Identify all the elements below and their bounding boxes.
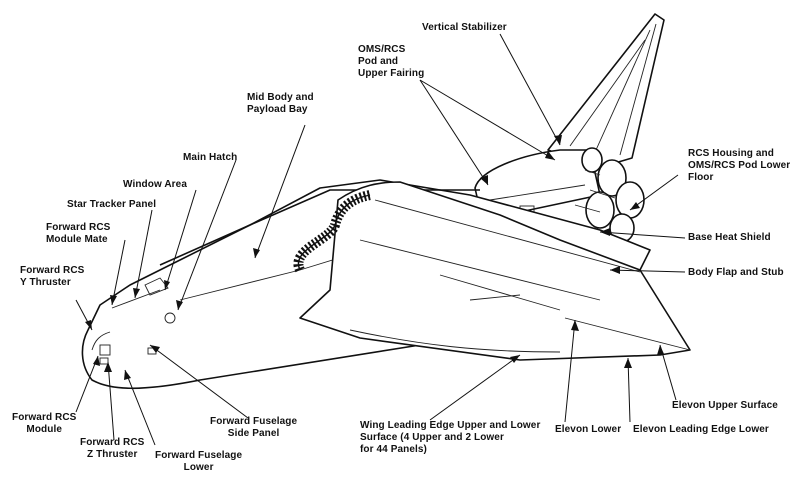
- engine-nozzles: [574, 147, 645, 243]
- label-star-tracker: Star Tracker Panel: [67, 199, 157, 210]
- label-window-area: Window Area: [123, 179, 187, 190]
- label-fwd-rcs-module: Forward RCS Module: [12, 412, 77, 435]
- label-fwd-rcs-mate: Forward RCS Module Mate: [46, 222, 111, 245]
- label-wing-leading-edge: Wing Leading Edge Upper and Lower Surfac…: [360, 420, 541, 455]
- label-fwd-rcs-z: Forward RCS Z Thruster: [80, 437, 145, 460]
- label-elevon-leading: Elevon Leading Edge Lower: [633, 424, 769, 435]
- label-oms-rcs-pod: OMS/RCS Pod and Upper Fairing: [358, 44, 425, 79]
- label-elevon-lower: Elevon Lower: [555, 424, 622, 435]
- wing-glove-stripe: [293, 190, 372, 273]
- label-fwd-fuselage-side: Forward Fuselage Side Panel: [210, 416, 298, 439]
- label-vertical-stabilizer: Vertical Stabilizer: [422, 22, 507, 33]
- leader-lines: [75, 33, 686, 446]
- vertical-stabilizer-shape: [547, 13, 665, 169]
- wing-shape: [299, 181, 691, 361]
- arrowheads: [85, 135, 664, 380]
- label-fwd-rcs-y: Forward RCS Y Thruster: [20, 265, 85, 288]
- label-rcs-housing: RCS Housing and OMS/RCS Pod Lower Floor: [688, 148, 791, 183]
- nose-details: [91, 277, 176, 365]
- label-fwd-fuselage-lower: Forward Fuselage Lower: [155, 450, 243, 473]
- label-mid-body: Mid Body and Payload Bay: [247, 92, 314, 115]
- label-main-hatch: Main Hatch: [183, 152, 238, 163]
- label-base-heat-shield: Base Heat Shield: [688, 232, 771, 243]
- label-elevon-upper: Elevon Upper Surface: [672, 400, 778, 411]
- label-body-flap: Body Flap and Stub: [688, 267, 784, 278]
